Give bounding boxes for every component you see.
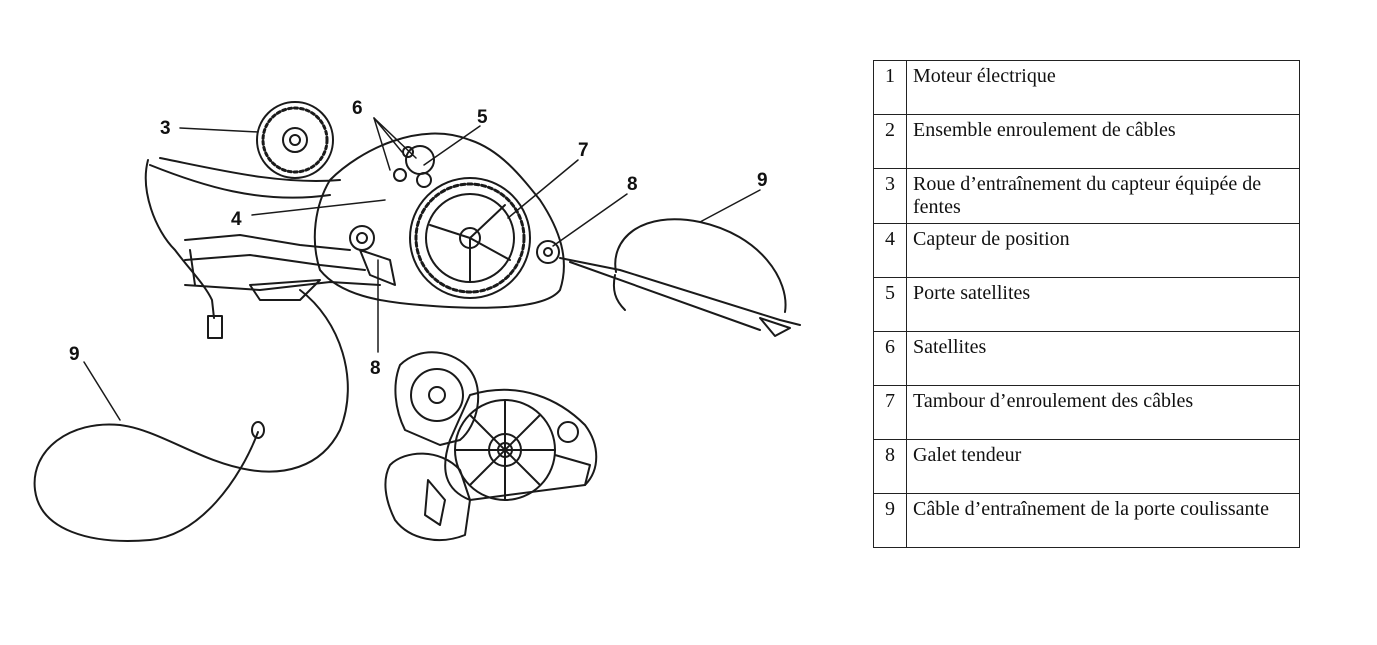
legend-row: 6 Satellites xyxy=(873,331,1300,386)
legend-table: 1 Moteur électrique 2 Ensemble enrouleme… xyxy=(873,60,1300,548)
legend-number: 2 xyxy=(873,114,907,169)
legend-row: 1 Moteur électrique xyxy=(873,60,1300,115)
callout-7: 7 xyxy=(578,140,589,161)
legend-row: 7 Tambour d’enroulement des câbles xyxy=(873,385,1300,440)
legend-number: 5 xyxy=(873,277,907,332)
legend-label: Câble d’entraînement de la porte couliss… xyxy=(906,493,1300,548)
legend-label: Galet tendeur xyxy=(906,439,1300,494)
legend-number: 1 xyxy=(873,60,907,115)
legend-number: 8 xyxy=(873,439,907,494)
legend-row: 5 Porte satellites xyxy=(873,277,1300,332)
callout-5: 5 xyxy=(477,107,488,128)
left-cable-drawing xyxy=(33,289,349,542)
callout-9-right: 9 xyxy=(757,170,768,191)
sensor-wheel-drawing xyxy=(256,101,334,179)
harness-drawing xyxy=(144,157,381,339)
callout-4: 4 xyxy=(231,209,242,230)
callout-6: 6 xyxy=(352,98,363,119)
legend-label: Tambour d’enroulement des câbles xyxy=(906,385,1300,440)
legend-number: 3 xyxy=(873,168,907,224)
motor-housing-drawing xyxy=(313,132,565,309)
legend-row: 8 Galet tendeur xyxy=(873,439,1300,494)
legend-label: Capteur de position xyxy=(906,223,1300,278)
legend-number: 6 xyxy=(873,331,907,386)
leader-lines xyxy=(83,117,761,421)
callout-3: 3 xyxy=(160,118,171,139)
legend-row: 9 Câble d’entraînement de la porte couli… xyxy=(873,493,1300,548)
legend-number: 4 xyxy=(873,223,907,278)
legend-label: Satellites xyxy=(906,331,1300,386)
legend-row: 2 Ensemble enroulement de câbles xyxy=(873,114,1300,169)
mechanism-diagram: 3 6 5 7 8 9 4 8 9 xyxy=(33,98,801,542)
legend-label: Ensemble enroulement de câbles xyxy=(906,114,1300,169)
legend-row: 4 Capteur de position xyxy=(873,223,1300,278)
right-cable-drawing xyxy=(559,218,801,337)
callout-9-left: 9 xyxy=(69,344,80,365)
legend-label: Moteur électrique xyxy=(906,60,1300,115)
callout-8-right: 8 xyxy=(627,174,638,195)
legend-row: 3 Roue d’entraînement du capteur équipée… xyxy=(873,168,1300,224)
legend-label: Porte satellites xyxy=(906,277,1300,332)
legend-number: 7 xyxy=(873,385,907,440)
legend-label: Roue d’entraînement du capteur équipée d… xyxy=(906,168,1300,224)
callout-8-bottom: 8 xyxy=(370,358,381,379)
cover-plates-drawing xyxy=(384,351,598,541)
legend-number: 9 xyxy=(873,493,907,548)
